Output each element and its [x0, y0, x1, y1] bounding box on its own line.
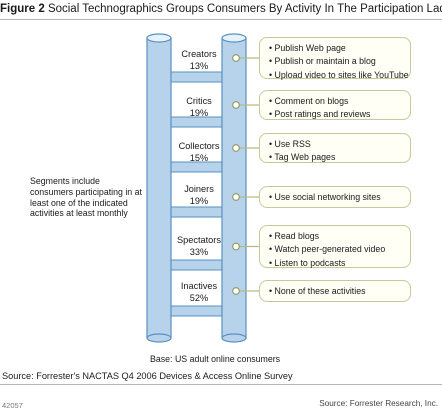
- figure-label: Figure 2: [0, 3, 45, 15]
- top-divider: [0, 19, 442, 20]
- figure-title: Figure 2 Social Technographics Groups Co…: [0, 2, 442, 16]
- connector-dot: [232, 144, 240, 152]
- ladder-left-rail-bottom: [146, 333, 172, 343]
- activity-item: Use social networking sites: [269, 191, 404, 204]
- bottom-divider: [0, 384, 442, 385]
- activity-item: Tag Web pages: [269, 151, 404, 164]
- group-percent: 19%: [189, 196, 209, 206]
- activity-bubble-joiners: Use social networking sites: [259, 186, 411, 208]
- figure-title-text: Social Technographics Groups Consumers B…: [47, 3, 442, 15]
- group-name: Creators: [181, 49, 217, 59]
- group-percent: 52%: [189, 293, 209, 303]
- ladder-rungs: [164, 71, 231, 317]
- figure-code: 42057: [2, 401, 23, 410]
- group-name: Joiners: [184, 184, 214, 194]
- ladder-rails: [146, 33, 247, 343]
- activity-bubble-spectators: Read blogsWatch peer-generated videoList…: [259, 225, 411, 268]
- connector-dot: [232, 193, 240, 201]
- base-note: Base: US adult online consumers: [150, 354, 281, 364]
- group-percent: 33%: [189, 247, 209, 257]
- connector-dot: [232, 287, 240, 295]
- ladder-left-rail: [146, 37, 172, 339]
- activity-item: Publish or maintain a blog: [269, 55, 404, 68]
- step-spectators: Spectators 33%: [159, 234, 239, 258]
- activity-item: Listen to podcasts: [269, 257, 404, 270]
- activity-item: Upload video to sites like YouTube: [269, 69, 409, 82]
- step-critics: Critics 19%: [159, 95, 239, 119]
- ladder-right-rail-bottom: [221, 333, 247, 343]
- activity-item: Comment on blogs: [269, 95, 404, 108]
- activity-bubble-critics: Comment on blogsPost ratings and reviews: [259, 90, 411, 120]
- activity-item: Post ratings and reviews: [269, 108, 404, 121]
- step-joiners: Joiners 19%: [159, 183, 239, 207]
- credit-note: Source: Forrester Research, Inc.: [319, 399, 438, 408]
- activity-item: Read blogs: [269, 230, 404, 243]
- source-note: Source: Forrester's NACTAS Q4 2006 Devic…: [2, 371, 293, 381]
- step-collectors: Collectors 15%: [159, 140, 239, 164]
- ladder-rung-5: [164, 259, 231, 271]
- group-name: Critics: [186, 96, 212, 106]
- bubble-connectors: [232, 54, 259, 295]
- group-percent: 19%: [189, 108, 209, 118]
- activity-bubble-collectors: Use RSSTag Web pages: [259, 133, 411, 163]
- activity-item: Watch peer-generated video: [269, 243, 404, 256]
- activity-item: Publish Web page: [269, 42, 404, 55]
- group-name: Spectators: [177, 235, 221, 245]
- activity-item: None of these activities: [269, 285, 404, 298]
- group-name: Inactives: [180, 281, 218, 291]
- ladder-rung-1: [164, 71, 231, 83]
- ladder-right-rail-top: [221, 33, 247, 43]
- connector-dot: [232, 242, 240, 251]
- activity-bubble-creators: Publish Web pagePublish or maintain a bl…: [259, 37, 411, 82]
- step-inactives: Inactives 52%: [159, 280, 239, 304]
- group-name: Collectors: [178, 141, 220, 151]
- connector-dot: [232, 54, 240, 62]
- connector-dot: [232, 101, 240, 109]
- activity-bubble-inactives: None of these activities: [259, 280, 411, 302]
- segments-note: Segments include consumers participating…: [30, 176, 142, 219]
- activity-item: Use RSS: [269, 138, 404, 151]
- ladder-left-rail-top: [146, 33, 172, 43]
- step-creators: Creators 13%: [159, 48, 239, 72]
- group-percent: 13%: [189, 61, 209, 71]
- group-percent: 15%: [189, 153, 209, 163]
- ladder-rung-4: [164, 206, 231, 218]
- ladder-rung-6: [164, 305, 231, 317]
